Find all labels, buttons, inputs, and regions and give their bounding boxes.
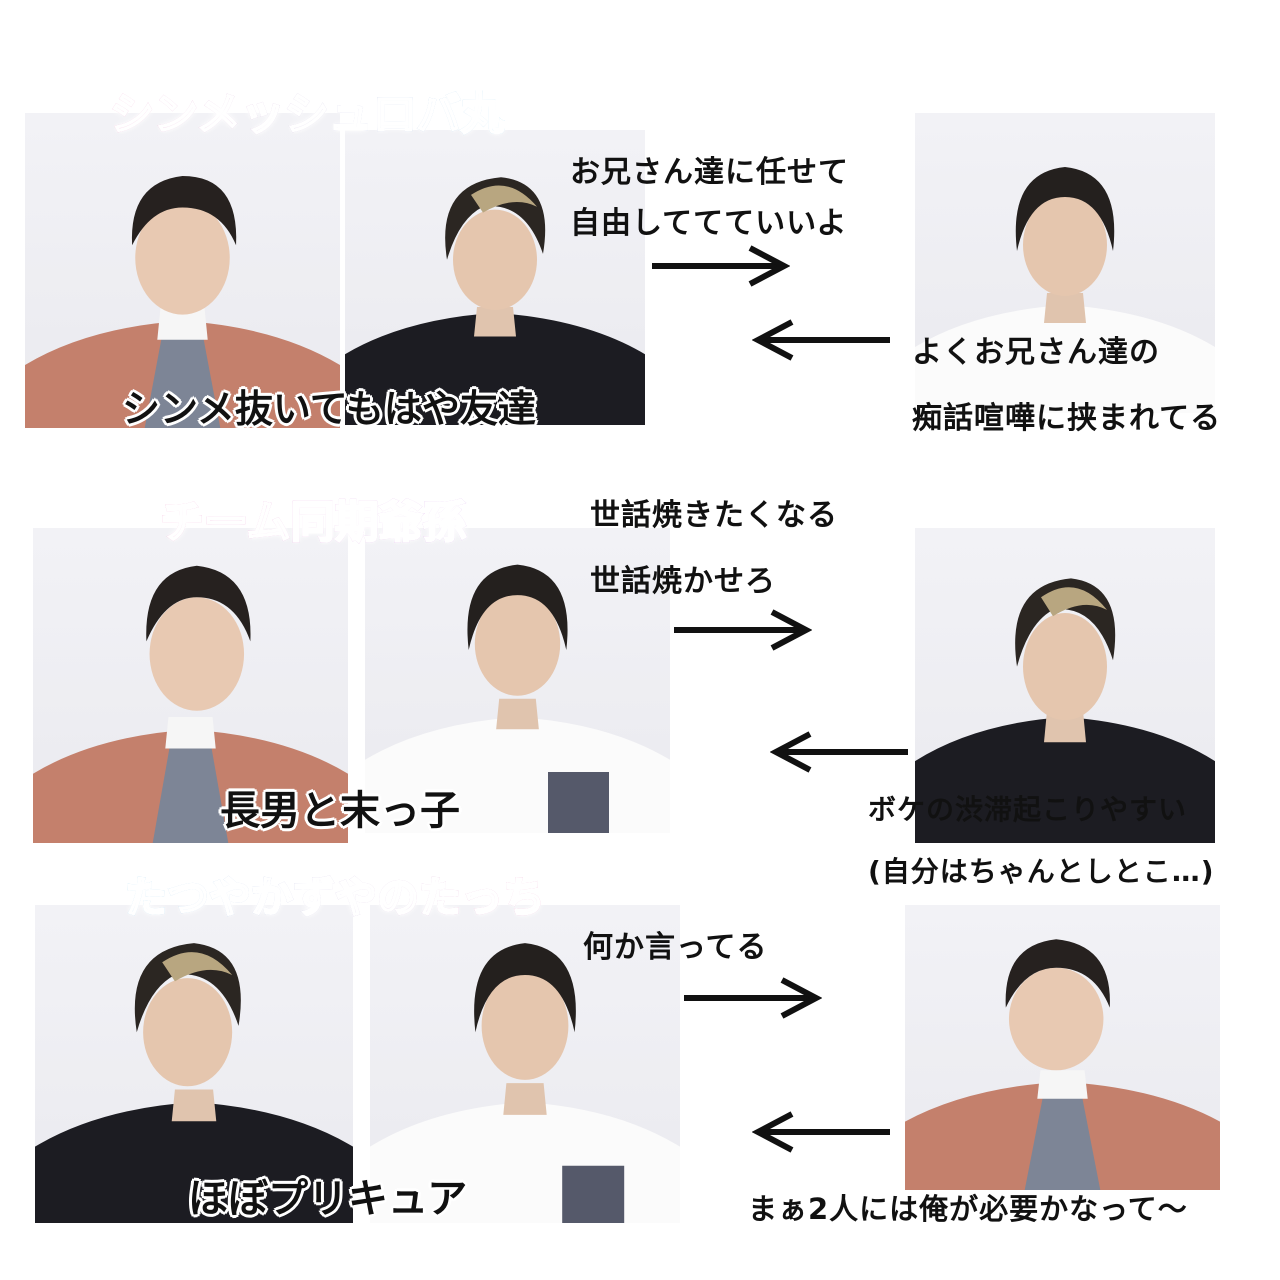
right-arrow-icon bbox=[682, 976, 822, 1020]
left-arrow-icon bbox=[752, 318, 892, 362]
member-photo-salmon-jacket bbox=[33, 528, 348, 843]
relation-text-line: 世話焼きたくなる bbox=[590, 498, 838, 533]
left-arrow-icon bbox=[770, 730, 910, 774]
relation-text-line: よくお兄さん達の bbox=[912, 335, 1160, 370]
left-arrow-icon bbox=[752, 1110, 892, 1154]
group-title: シンメッシュロバ丸 bbox=[109, 78, 506, 142]
photo-caption: シンメ抜いてもはや友達 bbox=[122, 387, 536, 431]
relation-text-line: (自分はちゃんとしとこ…) bbox=[868, 855, 1215, 888]
relation-text-line: 何か言ってる bbox=[583, 930, 768, 965]
member-photo-salmon-jacket bbox=[25, 113, 340, 428]
member-photo-salmon-jacket bbox=[905, 905, 1220, 1190]
relation-text-line: 痴話喧嘩に挟まれてる bbox=[912, 401, 1222, 436]
group-title: たつやかずやのたっち bbox=[124, 864, 546, 925]
member-photo-black-jacket bbox=[35, 905, 353, 1223]
relation-text-line: 自由しててていいよ bbox=[570, 206, 848, 241]
relation-text-line: ボケの渋滞起こりやすい bbox=[868, 793, 1188, 826]
member-photo-black-jacket bbox=[915, 528, 1215, 843]
relation-text-line: まぁ2人には俺が必要かなって〜 bbox=[748, 1192, 1188, 1226]
right-arrow-icon bbox=[650, 244, 790, 288]
photo-caption: ほぼプリキュア bbox=[188, 1176, 468, 1222]
relation-text-line: お兄さん達に任せて bbox=[570, 155, 849, 190]
member-photo-black-jacket bbox=[345, 130, 645, 425]
group-title: チーム同期爺孫 bbox=[159, 486, 468, 550]
member-photo-white-shirt bbox=[370, 905, 680, 1223]
right-arrow-icon bbox=[672, 608, 812, 652]
member-photo-white-shirt bbox=[365, 528, 670, 833]
member-photo-white-shirt bbox=[915, 113, 1215, 413]
relation-text-line: 世話焼かせろ bbox=[590, 564, 776, 599]
photo-caption: 長男と末っ子 bbox=[220, 788, 460, 834]
